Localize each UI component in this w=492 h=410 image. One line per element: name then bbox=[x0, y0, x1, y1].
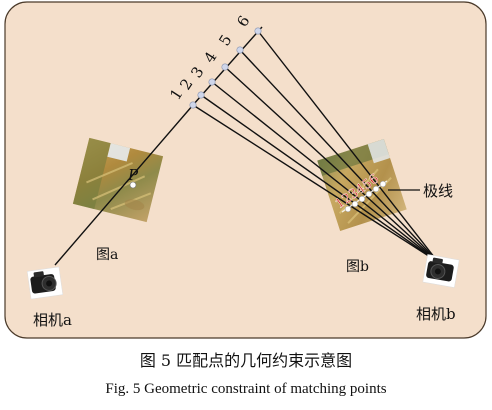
camera-a-label: 相机a bbox=[33, 311, 72, 329]
image-b-label: 图b bbox=[346, 259, 369, 275]
point-p-marker bbox=[129, 181, 137, 189]
image-a-label: 图a bbox=[96, 247, 118, 263]
point-3 bbox=[208, 78, 216, 86]
camera-b-label: 相机b bbox=[416, 305, 456, 323]
point-2 bbox=[197, 91, 205, 99]
ray-points-markers bbox=[189, 27, 262, 109]
point-5 bbox=[236, 46, 244, 54]
image-b-photo bbox=[317, 138, 407, 232]
camera-icon bbox=[26, 266, 64, 300]
ray-camera-a bbox=[54, 104, 194, 266]
image-a-photo bbox=[72, 137, 164, 223]
camera-icon bbox=[422, 254, 460, 288]
projected-points bbox=[344, 180, 387, 213]
point-6 bbox=[254, 27, 262, 35]
point-p-label: P bbox=[127, 166, 139, 184]
projection-lines bbox=[192, 30, 439, 263]
figure-caption-cn: 图 5 匹配点的几何约束示意图 bbox=[139, 351, 353, 370]
figure-caption-en: Fig. 5 Geometric constraint of matching … bbox=[105, 381, 387, 397]
point-1 bbox=[189, 101, 197, 109]
epipolar-label: 极线 bbox=[423, 182, 453, 200]
diagram-panel: 1 2 3 4 5 6 123456 P 图a 图b 极线 相机a 相机b bbox=[4, 1, 487, 339]
point-4 bbox=[221, 63, 229, 71]
panel-background bbox=[4, 1, 487, 339]
